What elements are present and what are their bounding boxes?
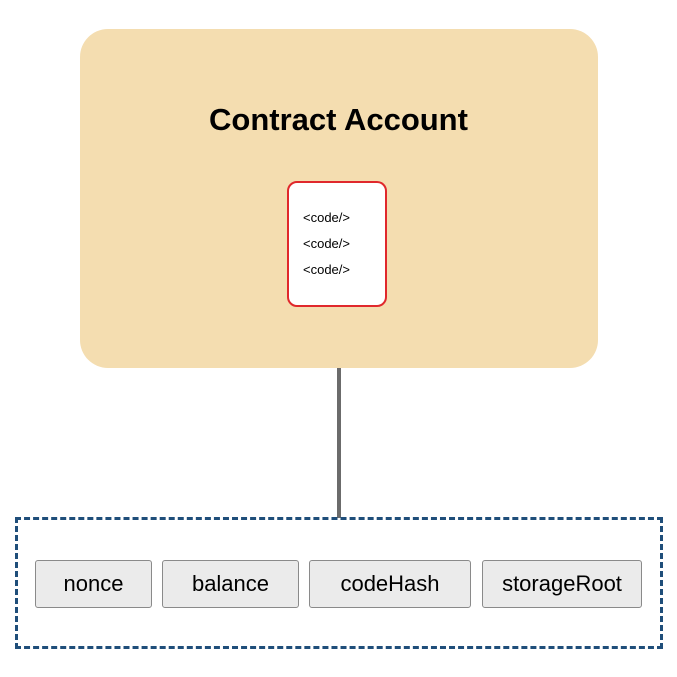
field-codehash: codeHash — [309, 560, 471, 608]
field-balance: balance — [162, 560, 299, 608]
contract-account-title: Contract Account — [209, 102, 468, 137]
account-fields-container — [15, 517, 663, 649]
field-storageroot: storageRoot — [482, 560, 642, 608]
field-nonce: nonce — [35, 560, 152, 608]
code-line: <code/> — [303, 236, 350, 251]
code-box: <code/> <code/> <code/> — [287, 181, 387, 307]
connector-line — [337, 368, 341, 518]
code-line: <code/> — [303, 210, 350, 225]
code-line: <code/> — [303, 262, 350, 277]
